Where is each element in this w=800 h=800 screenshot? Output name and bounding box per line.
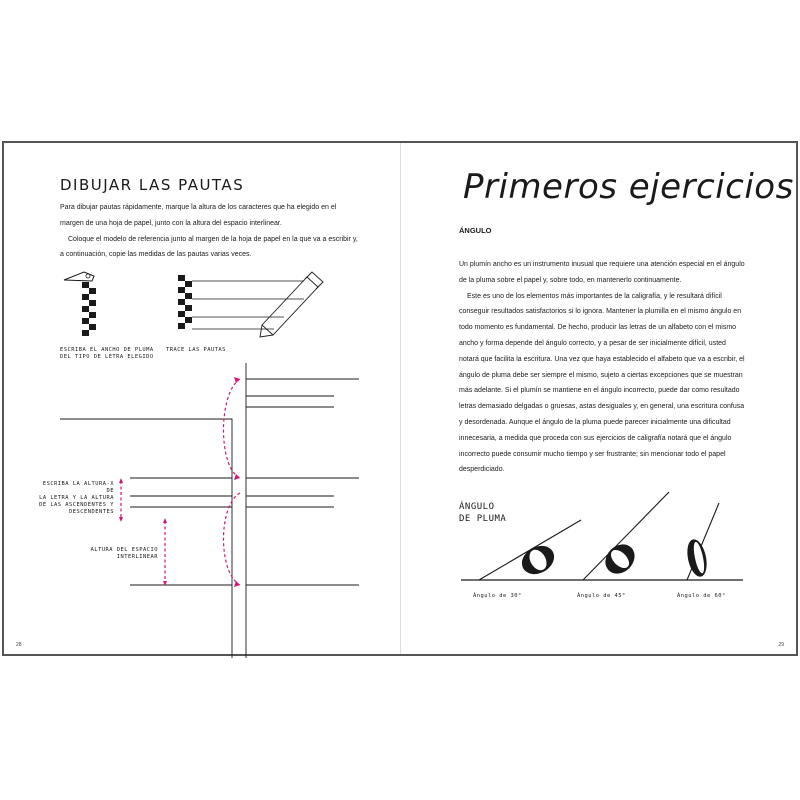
pen-angle-label-line2: DE PLUMA (459, 514, 507, 524)
magenta-arrows (120, 378, 241, 586)
left-page: DIBUJAR LAS PAUTAS Para dibujar pautas r… (4, 143, 401, 658)
xheight-caption-line4: descendentes (69, 509, 114, 515)
gutter (400, 143, 401, 654)
trace-lines-illustration (178, 271, 324, 338)
left-sheet-edge (60, 418, 233, 658)
o-letter-60 (687, 539, 707, 577)
interline-caption: Altura del espacio interlinear (78, 547, 158, 561)
book-spread: DIBUJAR LAS PAUTAS Para dibujar pautas r… (2, 141, 798, 658)
pencil-icon (259, 271, 324, 338)
page-title: Primeros ejercicios (463, 167, 794, 207)
xheight-caption-line1: Escriba la altura-x de (42, 481, 114, 494)
right-body-text: Un plumín ancho es un instrumento inusua… (459, 257, 745, 478)
left-paragraph-2: Coloque el modelo de referencia junto al… (60, 235, 358, 259)
o-letter-45 (605, 544, 635, 574)
step1-caption: Escriba el ancho de pluma del tipo de le… (60, 347, 154, 361)
xheight-caption-line2: la letra y la altura (39, 495, 114, 501)
interline-caption-line1: Altura del espacio (90, 547, 158, 553)
step1-caption-line1: Escriba el ancho de pluma (60, 347, 154, 353)
angle-60-caption: Ángulo de 60° (677, 593, 726, 599)
pen-angle-label: ÁNGULO DE PLUMA (459, 501, 506, 525)
pen-nib-icon (63, 271, 95, 282)
xheight-caption: Escriba la altura-x de la letra y la alt… (34, 481, 114, 516)
margin-diagram (60, 363, 359, 658)
o-letter-30 (521, 545, 555, 575)
pen-angle-label-line1: ÁNGULO (459, 502, 495, 512)
pen-angle-diagram (461, 491, 743, 581)
right-page: Primeros ejercicios ÁNGULO Un plumín anc… (401, 143, 796, 654)
angle-45-line (582, 491, 670, 581)
step2-caption: Trace las pautas (166, 347, 226, 353)
interline-caption-line2: interlinear (116, 554, 158, 560)
xheight-caption-line3: de las ascendentes y (39, 502, 114, 508)
page-number-left: 28 (16, 642, 22, 648)
left-body-text: Para dibujar pautas rápidamente, marque … (60, 200, 360, 263)
step1-caption-line2: del tipo de letra elegido (60, 354, 154, 360)
section-title: DIBUJAR LAS PAUTAS (60, 176, 245, 194)
right-paragraph-2: Este es uno de los elementos más importa… (459, 292, 745, 474)
arrow-heads (119, 377, 240, 587)
checker-column (178, 275, 192, 329)
left-paragraph-1: Para dibujar pautas rápidamente, marque … (60, 204, 337, 227)
subheading: ÁNGULO (459, 226, 492, 235)
angle-30-caption: Ángulo de 30° (473, 593, 522, 599)
right-paragraph-1: Un plumín ancho es un instrumento inusua… (459, 261, 745, 284)
guide-lines (192, 280, 304, 330)
nib-width-checker (82, 282, 96, 336)
angle-45-caption: Ángulo de 45° (577, 593, 626, 599)
page-number-right: 29 (778, 642, 784, 648)
pen-width-illustration (63, 271, 96, 336)
